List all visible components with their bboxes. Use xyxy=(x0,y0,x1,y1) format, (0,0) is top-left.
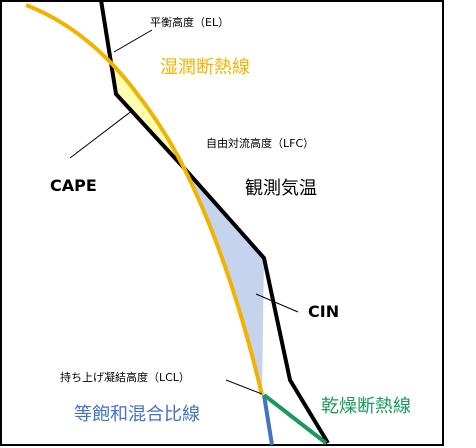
lcl-label: 持ち上げ凝結高度（LCL） xyxy=(60,370,190,384)
dry-adiabat-label: 乾燥断熱線 xyxy=(321,396,411,417)
cin-leader-line xyxy=(255,293,299,313)
cin-label: CIN xyxy=(308,302,339,321)
el-label: 平衡高度（EL） xyxy=(150,15,229,29)
cape-label: CAPE xyxy=(50,176,97,195)
lfc-label: 自由対流高度（LFC） xyxy=(206,136,314,150)
mixing-ratio-label: 等飽和混合比線 xyxy=(74,404,200,425)
lcl-leader-line xyxy=(225,379,263,395)
observed-temperature-line xyxy=(99,0,330,445)
cape-leader-line xyxy=(69,109,134,159)
el-leader-line xyxy=(113,29,153,53)
mixing-ratio-line xyxy=(262,394,274,446)
moist-adiabat-label: 湿潤断熱線 xyxy=(160,57,250,78)
dry-adiabat-line xyxy=(262,393,328,445)
diagram-frame xyxy=(0,0,444,446)
observed-temp-label: 観測気温 xyxy=(245,178,317,199)
moist-adiabat-line xyxy=(25,3,264,396)
